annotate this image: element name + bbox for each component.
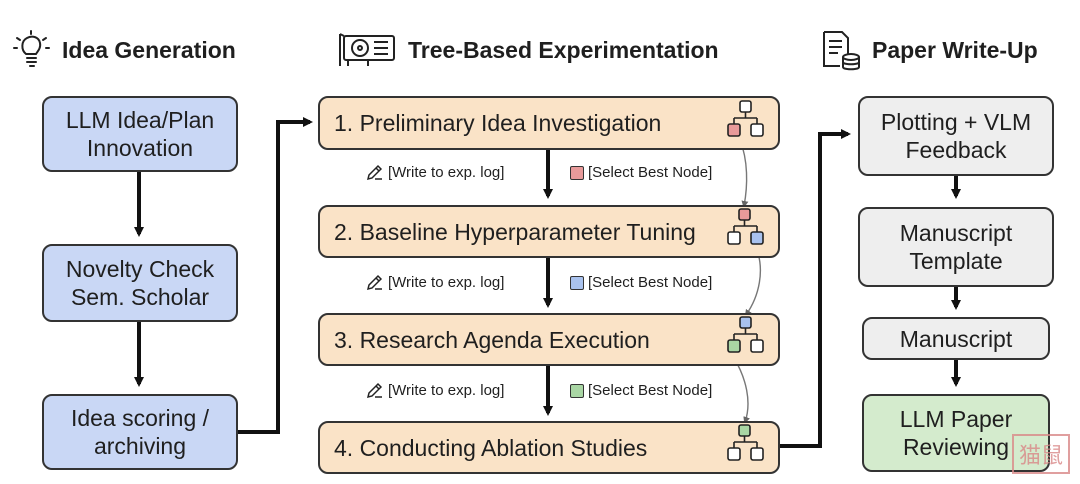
red-node-swatch [570, 165, 584, 180]
write-log-label-1: [Write to exp. log] [366, 163, 504, 181]
paper-box-3-label: Manuscript [899, 325, 1013, 352]
idea-box-3-label: Idea scoring / archiving [70, 405, 210, 459]
idea-scoring-box: Idea scoring / archiving [42, 394, 238, 470]
paper-box-2-label: Manuscript Template [899, 220, 1013, 274]
watermark-text: 猫鼠 [1018, 443, 1063, 468]
stage-1-label: 1. Preliminary Idea Investigation [334, 110, 662, 136]
stage-3-box: 3. Research Agenda Execution [318, 313, 780, 366]
stage-4-label: 4. Conducting Ablation Studies [334, 434, 648, 461]
idea-box-1-label: LLM Idea/Plan Innovation [65, 107, 215, 161]
arrow-tree-to-paper [780, 129, 851, 448]
select-best-label-3: [Select Best Node] [570, 382, 712, 399]
stage-2-box: 2. Baseline Hyperparameter Tuning [318, 205, 780, 258]
header-title-idea: Idea Generation [62, 36, 236, 63]
header-tree-experimentation: Tree-Based Experimentation [338, 30, 719, 70]
write-log-text-1: [Write to exp. log] [388, 163, 505, 181]
document-database-icon [823, 31, 860, 71]
stage-2-label: 2. Baseline Hyperparameter Tuning [334, 218, 696, 245]
select-best-label-1: [Select Best Node] [570, 164, 712, 181]
paper-box-4-label: LLM Paper Reviewing [899, 406, 1013, 460]
idea-box-2-label: Novelty Check Sem. Scholar [65, 256, 215, 310]
pencil-icon [366, 382, 383, 399]
pencil-icon [366, 274, 383, 291]
write-log-label-3: [Write to exp. log] [366, 381, 504, 399]
idea-plan-innovation-box: LLM Idea/Plan Innovation [42, 96, 238, 172]
write-log-text-3: [Write to exp. log] [388, 381, 505, 399]
novelty-check-box: Novelty Check Sem. Scholar [42, 244, 238, 322]
blue-node-swatch [570, 275, 584, 290]
manuscript-box: Manuscript [862, 317, 1050, 360]
watermark-stamp: 猫鼠 [1012, 434, 1070, 474]
header-title-tree: Tree-Based Experimentation [408, 36, 719, 63]
best-node-link-3 [733, 357, 750, 424]
header-title-paper: Paper Write-Up [872, 36, 1038, 63]
stage-1-box: 1. Preliminary Idea Investigation [318, 96, 780, 150]
select-best-text-2: [Select Best Node] [588, 274, 713, 291]
write-log-label-2: [Write to exp. log] [366, 273, 504, 291]
select-best-label-2: [Select Best Node] [570, 274, 712, 291]
select-best-text-3: [Select Best Node] [588, 382, 713, 399]
llm-paper-reviewing-box: LLM Paper Reviewing [862, 394, 1050, 472]
lightbulb-icon [13, 30, 50, 67]
pencil-icon [366, 164, 383, 181]
manuscript-template-box: Manuscript Template [858, 207, 1054, 287]
select-best-text-1: [Select Best Node] [588, 164, 713, 181]
write-log-text-2: [Write to exp. log] [388, 273, 505, 291]
header-idea-generation: Idea Generation [12, 30, 236, 70]
best-node-link-2 [744, 249, 762, 317]
plotting-vlm-feedback-box: Plotting + VLM Feedback [858, 96, 1054, 176]
paper-box-1-label: Plotting + VLM Feedback [880, 109, 1032, 163]
stage-3-label: 3. Research Agenda Execution [334, 326, 650, 353]
gpu-icon [339, 33, 395, 66]
green-node-swatch [570, 383, 584, 398]
header-paper-writeup: Paper Write-Up [818, 30, 1038, 71]
stage-4-box: 4. Conducting Ablation Studies [318, 421, 780, 474]
arrow-idea-to-tree [237, 117, 313, 434]
